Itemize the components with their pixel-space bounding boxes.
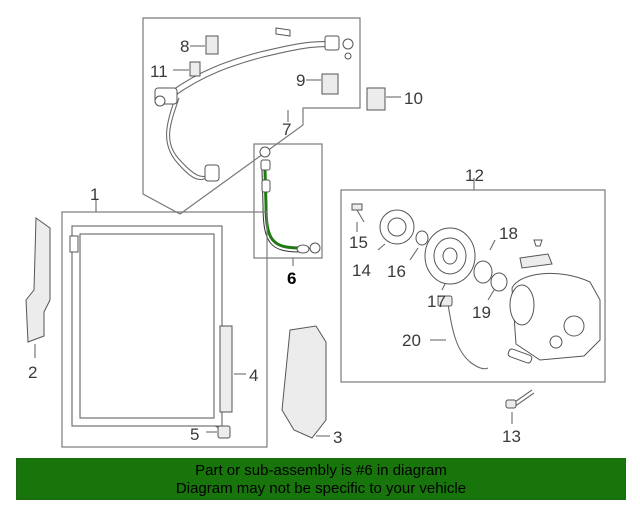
callout-14: 14 <box>352 261 371 280</box>
callout-18: 18 <box>499 224 518 243</box>
part-8-bracket <box>205 35 219 55</box>
callout-20: 20 <box>402 331 421 350</box>
part-10-block <box>366 87 386 111</box>
callout-15: 15 <box>349 233 368 252</box>
callout-11: 11 <box>150 62 168 81</box>
part-2-air-guard <box>25 217 51 358</box>
banner-line-2: Diagram may not be specific to your vehi… <box>175 480 467 497</box>
callout-3: 3 <box>333 428 342 447</box>
callout-8: 8 <box>180 37 189 56</box>
callout-13: 13 <box>502 427 521 446</box>
condenser-assembly-1 <box>61 200 268 448</box>
callout-4: 4 <box>249 366 258 385</box>
callout-19: 19 <box>472 303 491 322</box>
callout-17: 17 <box>427 292 446 311</box>
banner-line-1: Part or sub-assembly is #6 in diagram <box>195 462 447 479</box>
part-13-bolt <box>505 389 535 424</box>
part-6-hose <box>253 143 323 266</box>
callout-10: 10 <box>404 89 423 108</box>
part-11-clip <box>189 61 201 77</box>
callout-6: 6 <box>287 269 296 288</box>
part-9-valve <box>321 73 339 95</box>
callout-16: 16 <box>387 262 406 281</box>
callout-1: 1 <box>90 185 99 204</box>
info-banner: Part or sub-assembly is #6 in diagram Di… <box>16 458 626 500</box>
hose-assembly-7 <box>142 17 401 215</box>
part-3-air-guard <box>281 325 330 439</box>
callout-7: 7 <box>282 120 291 139</box>
compressor-assembly-12 <box>340 178 606 383</box>
callout-2: 2 <box>28 363 37 382</box>
callout-12: 12 <box>465 166 484 185</box>
part-5-cap <box>217 425 231 439</box>
callout-9: 9 <box>296 71 305 90</box>
callout-5: 5 <box>190 425 199 444</box>
